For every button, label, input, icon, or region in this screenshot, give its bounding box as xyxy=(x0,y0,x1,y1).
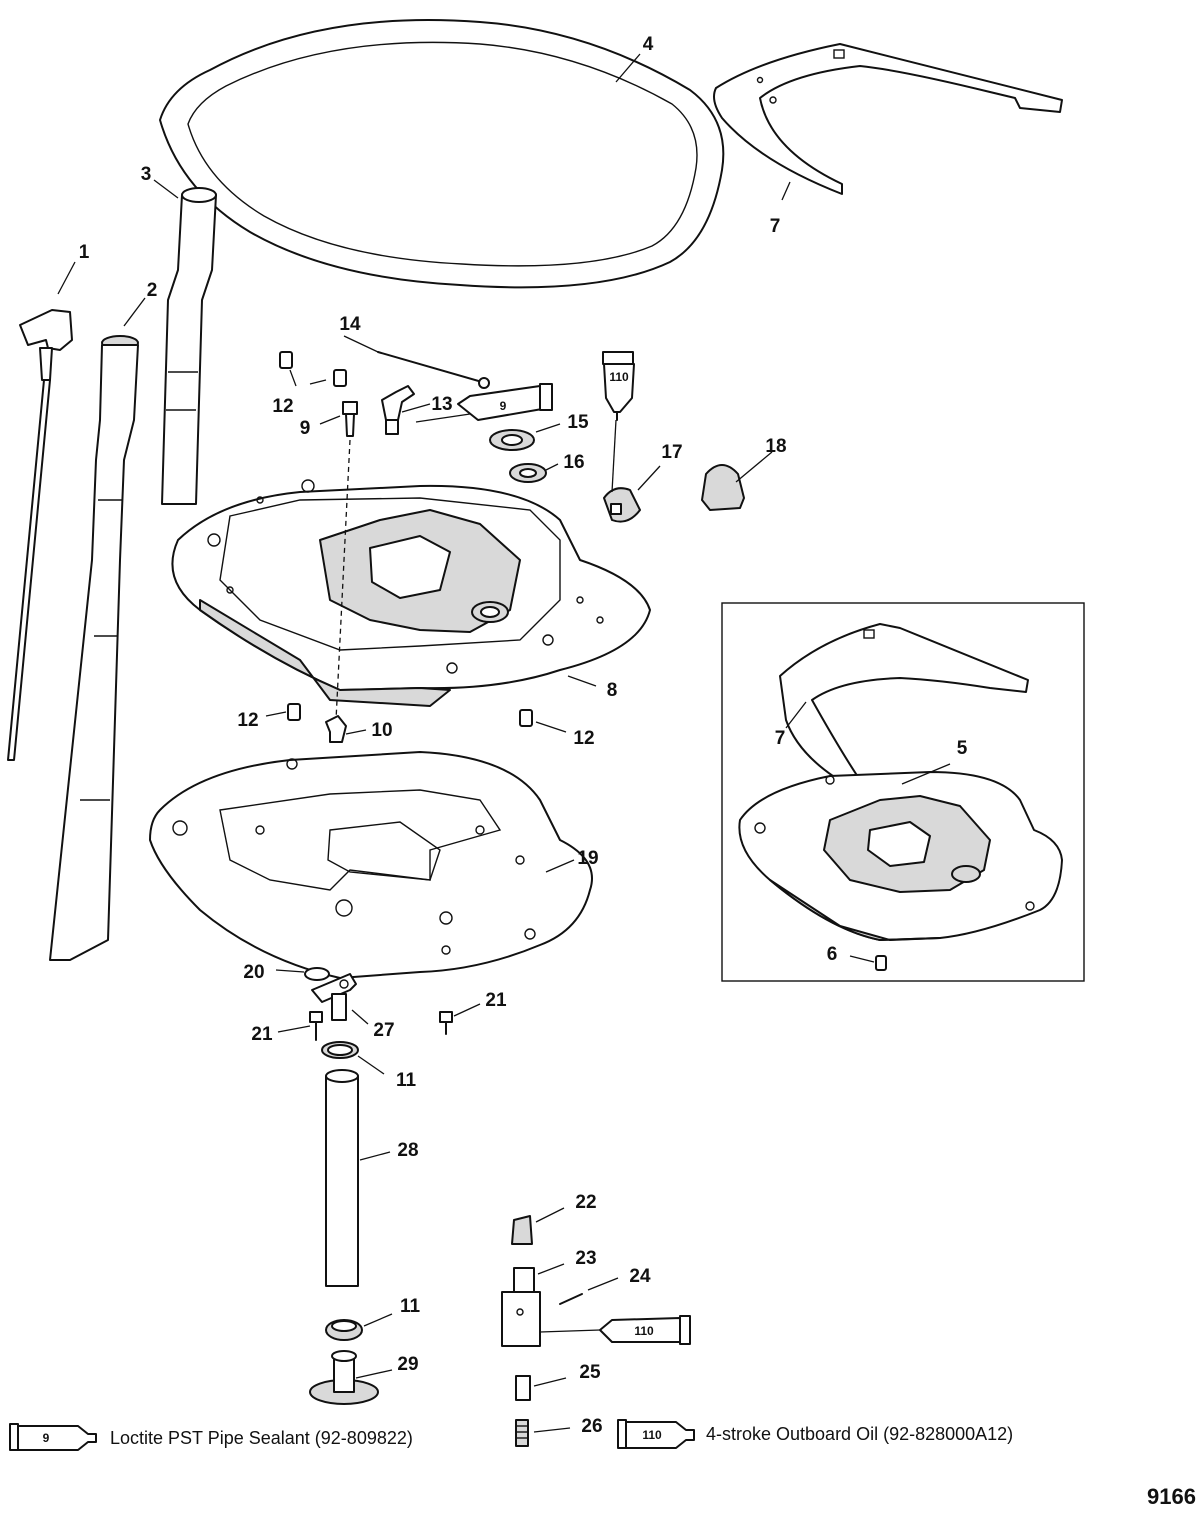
sealant-tube-9-top: 9 xyxy=(457,383,553,421)
legend-sealant-tube-icon: 9 xyxy=(9,1423,97,1451)
ring-part-11-bottom xyxy=(325,1319,363,1341)
callout-10: 10 xyxy=(371,720,392,741)
tube-part-3 xyxy=(161,187,217,505)
callout-8: 8 xyxy=(607,680,618,701)
callout-13: 13 xyxy=(431,394,452,415)
callout-17: 17 xyxy=(661,442,682,463)
callout-6: 6 xyxy=(827,944,838,965)
seal-part-16 xyxy=(509,463,547,483)
dipstick-part-1 xyxy=(7,309,73,761)
callout-20: 20 xyxy=(243,962,264,983)
legend-tube-label-9: 9 xyxy=(43,1431,50,1445)
cap-part-22 xyxy=(511,1215,533,1245)
leader-lines xyxy=(57,53,951,1433)
pin-part-24 xyxy=(559,1293,583,1305)
callout-27: 27 xyxy=(373,1020,394,1041)
callout-12-left: 12 xyxy=(237,710,258,731)
oil-tube-110-middle: 110 xyxy=(599,1315,691,1345)
tube-part-28 xyxy=(325,1069,359,1287)
callouts: 1 2 3 4 7 14 12 9 13 15 16 17 18 8 12 10… xyxy=(79,34,968,1437)
callout-14: 14 xyxy=(339,314,361,335)
figure-number: 9166 xyxy=(1147,1484,1196,1509)
callout-7-top: 7 xyxy=(770,216,781,237)
tube-label-9-top: 9 xyxy=(500,399,507,413)
callout-26: 26 xyxy=(581,1416,602,1437)
callout-2: 2 xyxy=(147,280,158,301)
tube-label-110-middle: 110 xyxy=(634,1324,654,1338)
fitting-part-13 xyxy=(381,385,415,435)
screw-part-21-left xyxy=(309,1011,323,1041)
legend-oil-text: 4-stroke Outboard Oil (92-828000A12) xyxy=(706,1424,1013,1444)
bolt-part-14 xyxy=(377,351,490,389)
bushing-part-12-right xyxy=(519,709,533,727)
bushing-part-12-left xyxy=(287,703,301,721)
bushing-part-25 xyxy=(515,1375,531,1401)
fitting-part-29 xyxy=(309,1350,379,1405)
callout-12-top: 12 xyxy=(272,396,293,417)
legend-sealant-text: Loctite PST Pipe Sealant (92-809822) xyxy=(110,1428,413,1448)
body-part-23 xyxy=(501,1267,541,1347)
seal-part-15 xyxy=(489,429,535,451)
legend: 9 Loctite PST Pipe Sealant (92-809822) 1… xyxy=(9,1419,1013,1451)
callout-11-top: 11 xyxy=(396,1070,417,1091)
plug-part-17 xyxy=(603,487,641,523)
fitting-part-10 xyxy=(325,715,347,743)
gasket-part-19 xyxy=(149,751,593,979)
callout-22: 22 xyxy=(575,1192,596,1213)
callout-12-right: 12 xyxy=(573,728,594,749)
bushing-part-12-top xyxy=(279,351,347,387)
callout-4: 4 xyxy=(643,34,654,55)
cowl-seal-part-4 xyxy=(159,19,725,289)
callout-19: 19 xyxy=(577,848,598,869)
callout-16: 16 xyxy=(563,452,584,473)
callout-25: 25 xyxy=(579,1362,601,1383)
spring-part-26 xyxy=(515,1419,529,1447)
grommet-part-18 xyxy=(701,464,745,511)
callout-24: 24 xyxy=(629,1266,651,1287)
bolt-part-9 xyxy=(342,401,358,437)
adapter-plate-part-8 xyxy=(171,479,651,707)
o-ring-part-20 xyxy=(304,967,330,981)
callout-18: 18 xyxy=(765,436,786,457)
inset-box xyxy=(721,602,1085,982)
screw-part-21-right xyxy=(439,1011,453,1035)
legend-oil-tube-icon: 110 xyxy=(617,1419,695,1449)
flange-part-27 xyxy=(311,973,357,1021)
callout-23: 23 xyxy=(575,1248,596,1269)
callout-9: 9 xyxy=(300,418,311,439)
legend-tube-label-110: 110 xyxy=(642,1428,662,1442)
oil-tube-110-top: 110 xyxy=(602,351,635,421)
ring-part-11-top xyxy=(321,1041,359,1059)
callout-15: 15 xyxy=(567,412,589,433)
callout-21-right: 21 xyxy=(485,990,507,1011)
callout-5: 5 xyxy=(957,738,968,759)
callout-29: 29 xyxy=(397,1354,418,1375)
callout-7-inset: 7 xyxy=(775,728,786,749)
alignment-line xyxy=(335,439,351,721)
callout-11-bottom: 11 xyxy=(400,1296,421,1317)
callout-21-left: 21 xyxy=(251,1024,273,1045)
callout-1: 1 xyxy=(79,242,90,263)
gasket-part-7-top xyxy=(713,43,1063,195)
dipstick-tube-part-2 xyxy=(49,335,139,961)
callout-3: 3 xyxy=(141,164,152,185)
callout-28: 28 xyxy=(397,1140,418,1161)
tube-label-110-top: 110 xyxy=(609,370,629,384)
